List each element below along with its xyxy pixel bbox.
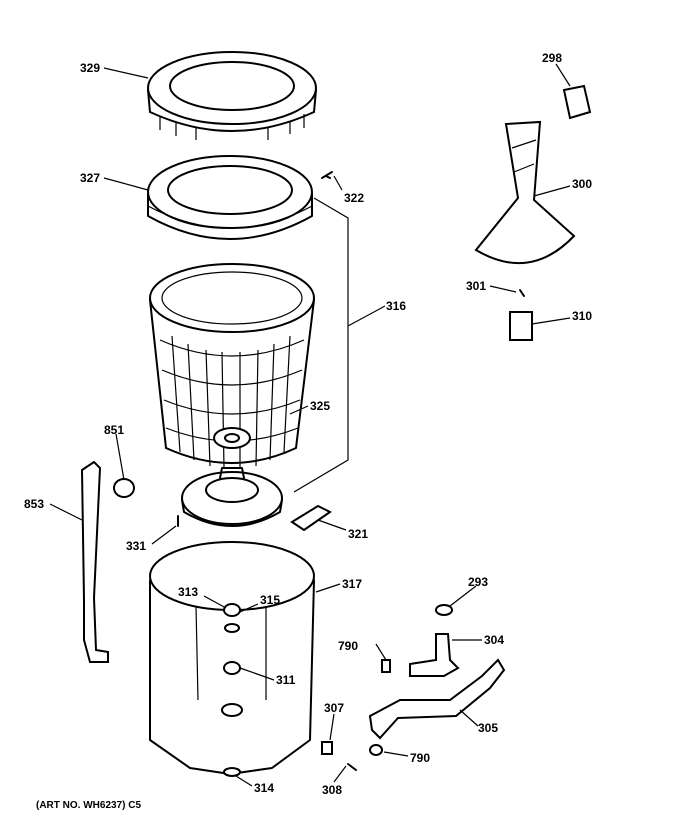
label-316: 316 <box>386 299 406 313</box>
part-316-basket-assembly-bracket <box>293 197 349 493</box>
basket-hub-plate <box>181 467 283 527</box>
label-304: 304 <box>484 633 504 647</box>
part-317-outer-tub <box>149 541 315 777</box>
part-790-clamp-lower <box>369 744 383 756</box>
label-325: 325 <box>310 399 330 413</box>
label-321: 321 <box>348 527 368 541</box>
part-304-hose <box>409 633 460 677</box>
part-325-wash-basket <box>149 263 315 469</box>
part-310-coupler <box>509 311 533 341</box>
label-307: 307 <box>324 701 344 715</box>
part-293-hose-clamp <box>435 604 453 616</box>
label-301: 301 <box>466 279 486 293</box>
part-305-drain-hose <box>368 658 506 740</box>
label-298: 298 <box>542 51 562 65</box>
part-298-agitator-cap <box>562 84 592 120</box>
label-331: 331 <box>126 539 146 553</box>
label-851: 851 <box>104 423 124 437</box>
art-number-caption: (ART NO. WH6237) C5 <box>36 800 141 811</box>
label-305: 305 <box>478 721 498 735</box>
part-851-cap <box>113 478 135 498</box>
label-790-lower: 790 <box>410 751 430 765</box>
label-315: 315 <box>260 593 280 607</box>
part-labels: 329 327 322 316 325 851 853 331 321 317 … <box>24 51 592 797</box>
label-790-upper: 790 <box>338 639 358 653</box>
label-313: 313 <box>178 585 198 599</box>
label-300: 300 <box>572 177 592 191</box>
part-308-screw <box>347 763 357 771</box>
label-329: 329 <box>80 61 100 75</box>
part-329-tub-cover <box>147 51 317 140</box>
part-301-screw <box>519 289 525 297</box>
part-322-screw <box>321 171 333 179</box>
label-308: 308 <box>322 783 342 797</box>
part-300-agitator <box>474 120 576 264</box>
label-293: 293 <box>468 575 488 589</box>
part-790-clamp-upper <box>381 659 391 673</box>
part-321-clip <box>290 504 332 532</box>
part-327-balance-ring <box>147 155 313 240</box>
label-322: 322 <box>344 191 364 205</box>
part-853-drain-tube <box>80 460 109 663</box>
label-317: 317 <box>342 577 362 591</box>
label-327: 327 <box>80 171 100 185</box>
label-311: 311 <box>276 673 296 687</box>
label-310: 310 <box>572 309 592 323</box>
label-314: 314 <box>254 781 274 795</box>
label-853: 853 <box>24 497 44 511</box>
leader-lines <box>49 63 571 787</box>
part-307-bracket <box>321 741 333 755</box>
